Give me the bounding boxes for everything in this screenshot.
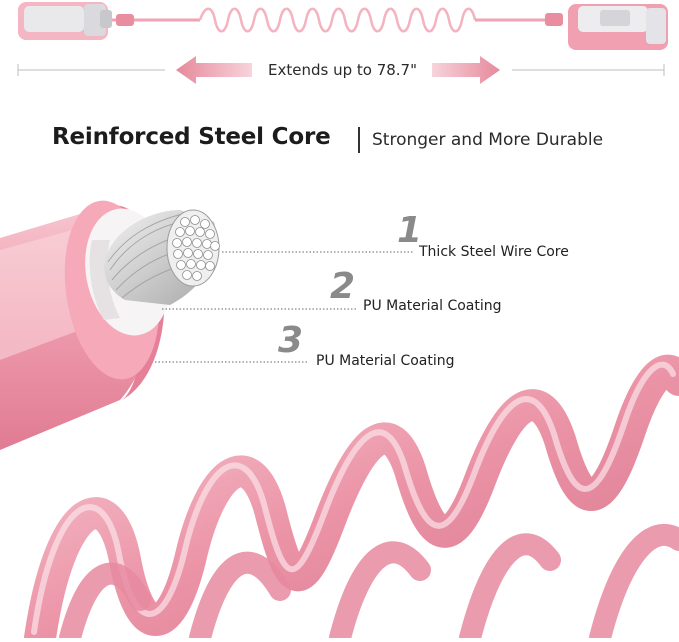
headline-divider <box>358 127 360 153</box>
layer-number-3: 3 <box>278 320 304 361</box>
arrow-left-icon <box>176 56 252 84</box>
dimension-indicator <box>17 56 665 84</box>
subheadline: Stronger and More Durable <box>372 130 604 150</box>
mini-coil <box>198 7 477 33</box>
layer-number-1: 1 <box>397 210 423 251</box>
arrow-right-icon <box>432 56 500 84</box>
leader-lines <box>155 251 414 363</box>
cable-cross-section <box>0 200 220 450</box>
layer-label-3: PU Material Coating <box>316 353 455 369</box>
layer-label-2: PU Material Coating <box>363 298 502 314</box>
left-wrist-strap <box>18 2 112 40</box>
headline: Reinforced Steel Core <box>52 124 331 150</box>
extends-length-label: Extends up to 78.7" <box>268 61 417 79</box>
right-wrist-strap <box>568 4 668 50</box>
layer-number-2: 2 <box>330 266 356 307</box>
layer-label-1: Thick Steel Wire Core <box>419 244 569 260</box>
leash-top <box>18 2 668 50</box>
coiled-cable <box>24 354 679 642</box>
